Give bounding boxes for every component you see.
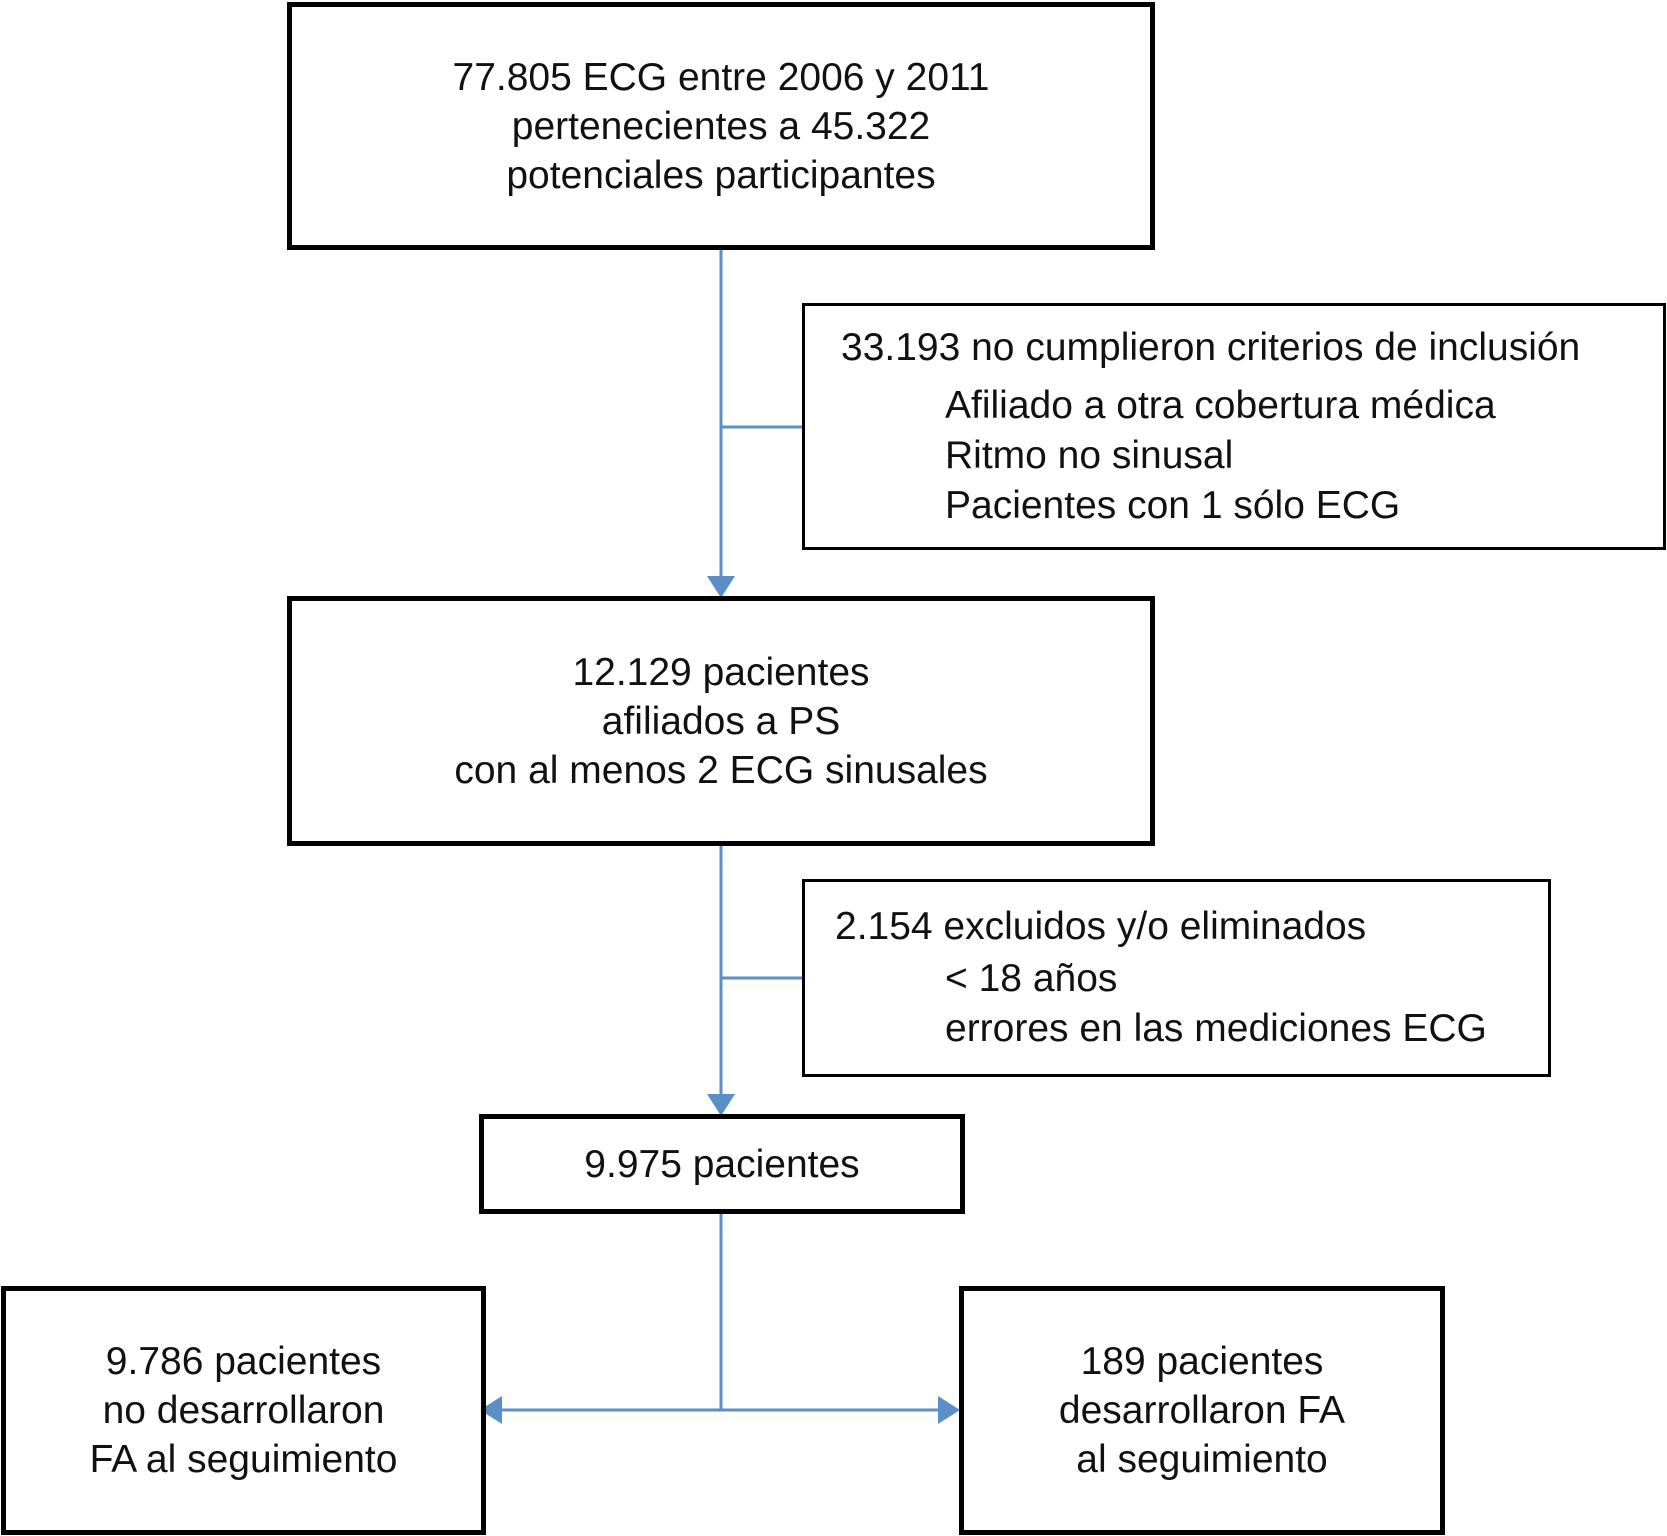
arrowhead-to-middle <box>707 576 735 598</box>
exclusion-2-item: errores en las mediciones ECG <box>945 1007 1487 1050</box>
exclusion-1-heading: 33.193 no cumplieron criterios de inclus… <box>841 325 1581 369</box>
initial-population-line-2: pertenecientes a 45.322 <box>511 104 931 148</box>
final-cohort-label: 9.975 pacientes <box>584 1142 860 1186</box>
af-outcome-line-1: 189 pacientes <box>1080 1340 1324 1383</box>
arrowhead-to-final <box>707 1094 735 1116</box>
no-af-outcome-line-2: no desarrollaron <box>102 1389 385 1432</box>
af-outcome-box: 189 pacientes desarrollaron FA al seguim… <box>959 1286 1445 1535</box>
exclusion-2-heading: 2.154 excluidos y/o eliminados <box>835 905 1367 948</box>
eligible-patients-line-1: 12.129 pacientes <box>572 650 870 694</box>
arrowhead-to-right-outcome <box>938 1396 960 1424</box>
eligible-patients-line-2: afiliados a PS <box>601 699 841 743</box>
no-af-outcome-line-1: 9.786 pacientes <box>105 1340 382 1383</box>
exclusion-1-item: Ritmo no sinusal <box>945 433 1234 477</box>
af-outcome-line-3: al seguimiento <box>1076 1438 1328 1481</box>
exclusion-1-item: Pacientes con 1 sólo ECG <box>945 483 1401 527</box>
eligible-patients-box: 12.129 pacientes afiliados a PS con al m… <box>287 596 1155 846</box>
eligible-patients-line-3: con al menos 2 ECG sinusales <box>454 748 988 792</box>
no-af-outcome-box: 9.786 pacientes no desarrollaron FA al s… <box>1 1286 486 1535</box>
initial-population-box: 77.805 ECG entre 2006 y 2011 pertenecien… <box>287 2 1155 250</box>
exclusion-2-item: < 18 años <box>945 957 1118 1000</box>
initial-population-line-1: 77.805 ECG entre 2006 y 2011 <box>452 55 990 99</box>
arrowhead-to-left-outcome <box>480 1396 502 1424</box>
exclusion-box-inclusion-criteria: 33.193 no cumplieron criterios de inclus… <box>802 303 1666 550</box>
initial-population-line-3: potenciales participantes <box>506 153 936 197</box>
final-cohort-box: 9.975 pacientes <box>479 1114 965 1214</box>
af-outcome-line-2: desarrollaron FA <box>1058 1389 1346 1432</box>
no-af-outcome-line-3: FA al seguimiento <box>89 1438 398 1481</box>
exclusion-box-excluded-eliminated: 2.154 excluidos y/o eliminados < 18 años… <box>802 879 1551 1077</box>
exclusion-1-item: Afiliado a otra cobertura médica <box>945 383 1496 427</box>
